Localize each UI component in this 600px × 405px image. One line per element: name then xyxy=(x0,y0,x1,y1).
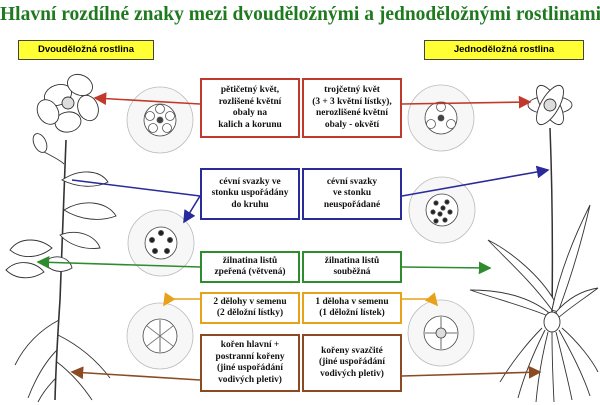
diagram-title: Hlavní rozdílné znaky mezi dvouděložnými… xyxy=(0,4,600,25)
arrow-stem-right xyxy=(401,165,550,197)
dicot-flower-icon xyxy=(36,73,99,133)
monocot-stem-section-icon xyxy=(408,176,476,244)
arrow-seed-right xyxy=(402,292,439,307)
arrow-root-left xyxy=(70,366,201,381)
arrow-stem-left-line xyxy=(71,179,201,197)
dicot-venation-box: žilnatina listů zpeřená (větvená) xyxy=(200,251,300,283)
dicot-diagrams xyxy=(126,86,195,370)
monocot-venation-box: žilnatina listů souběžná xyxy=(302,251,402,283)
arrow-leaf-left xyxy=(36,255,201,269)
arrow-seed-left xyxy=(163,292,200,307)
dicot-label: Dvouděložná rostlina xyxy=(18,40,154,60)
dicot-flower-box: pětičetný květ, rozlišené květní obaly n… xyxy=(200,78,300,138)
dicot-seed-section-icon xyxy=(126,302,194,370)
dicot-plant-drawing xyxy=(5,73,117,403)
arrow-root-right xyxy=(401,365,542,379)
arrow-leaf-right xyxy=(401,261,492,275)
dicot-stem-box: cévní svazky ve stonku uspořádány do kru… xyxy=(200,168,300,220)
arrow-flower-left xyxy=(93,92,201,106)
monocot-stem-box: cévní svazky ve stonku neuspořádané xyxy=(302,168,402,220)
monocot-flower-box: trojčetný květ (3 + 3 květní lístky), ne… xyxy=(302,78,402,138)
monocot-plant-drawing xyxy=(469,84,599,403)
monocot-flower-diagram-icon xyxy=(407,84,475,152)
dicot-root-box: kořen hlavní + postranní kořeny (jiné us… xyxy=(200,334,300,392)
monocot-diagrams xyxy=(407,84,476,367)
monocot-root-icon xyxy=(499,327,599,403)
monocot-seed-section-icon xyxy=(407,299,475,367)
monocot-root-box: kořeny svazčité (jiné uspořádání vodivýc… xyxy=(302,334,402,392)
monocot-flower-icon xyxy=(527,84,573,126)
dicot-flower-diagram-icon xyxy=(126,86,194,154)
dicot-seed-box: 2 dělohy v semenu (2 děložní lístky) xyxy=(200,292,300,324)
dicot-root-icon xyxy=(14,299,111,403)
monocot-label: Jednoděložná rostlina xyxy=(424,40,584,60)
connector-arrows xyxy=(36,92,550,381)
dicot-stem-section-icon xyxy=(127,209,195,277)
monocot-seed-box: 1 děloha v semenu (1 děložní lístek) xyxy=(302,292,402,324)
arrow-stem-left xyxy=(183,195,201,224)
arrow-flower-right xyxy=(401,95,532,109)
